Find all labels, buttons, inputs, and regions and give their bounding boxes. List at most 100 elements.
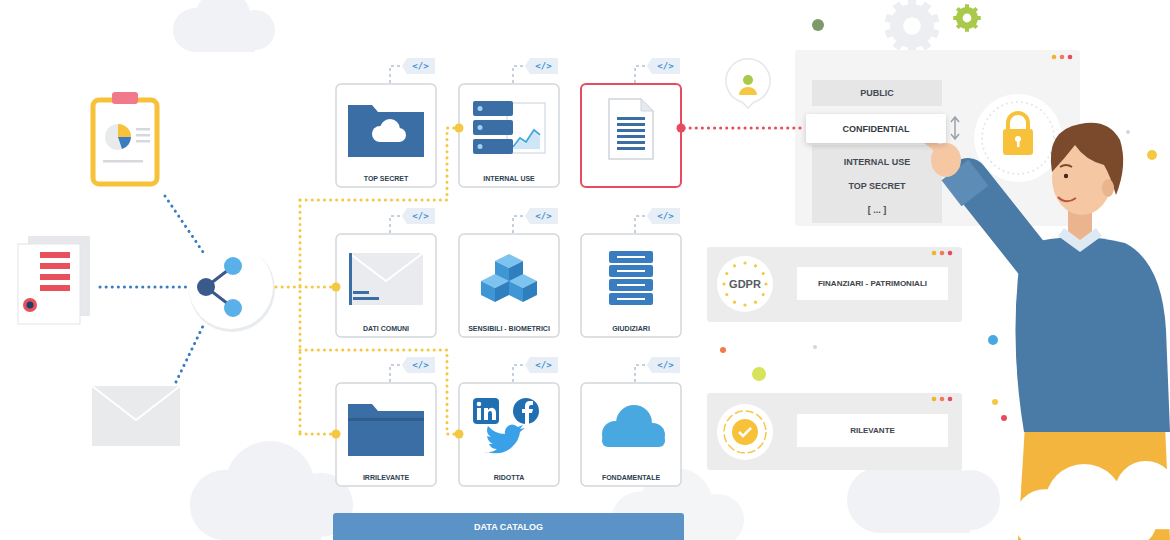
code-tag bbox=[647, 357, 680, 373]
catalog-bar: DATA CATALOG bbox=[333, 513, 684, 540]
cube-left bbox=[481, 281, 495, 302]
code-tag-label: </> bbox=[529, 208, 558, 224]
share-dot bbox=[224, 299, 242, 317]
gdpr-star bbox=[754, 301, 757, 304]
junction-dot bbox=[677, 124, 686, 133]
code-tag-label: </> bbox=[529, 357, 558, 373]
cloud bbox=[190, 441, 353, 540]
cube-right bbox=[495, 281, 509, 302]
server-led bbox=[478, 144, 483, 149]
check-disc bbox=[732, 419, 758, 445]
lock-body bbox=[1003, 129, 1033, 155]
node-label: FINANZIARI - PATRIMONIALI bbox=[818, 279, 927, 288]
category-card: IRRILEVANTE bbox=[336, 383, 436, 486]
window-dot bbox=[948, 251, 953, 256]
gdpr-star bbox=[762, 272, 765, 275]
user-body bbox=[739, 87, 757, 95]
dotted-line bbox=[176, 326, 203, 382]
server-slot bbox=[617, 298, 645, 300]
document-seal bbox=[27, 302, 34, 309]
card-frame bbox=[459, 383, 559, 486]
facebook-mark bbox=[522, 401, 533, 424]
check-mark bbox=[739, 428, 751, 436]
linkedin-mark bbox=[484, 408, 496, 420]
window-dot bbox=[932, 251, 937, 256]
decor-dot bbox=[752, 367, 766, 381]
category-card: INTERNAL USE bbox=[459, 84, 559, 187]
server-unit bbox=[609, 293, 653, 305]
cloud-part bbox=[195, 30, 255, 52]
share-hub bbox=[189, 245, 273, 329]
level-item: TOP SECRET bbox=[812, 175, 942, 197]
code-tag bbox=[525, 208, 558, 224]
server-led bbox=[478, 106, 483, 111]
server-unit bbox=[473, 120, 513, 135]
hub-shadow bbox=[189, 246, 275, 332]
junction-dot bbox=[332, 430, 341, 439]
code-tag-label: </> bbox=[651, 58, 680, 74]
decor-dot bbox=[813, 345, 817, 349]
lock-ring bbox=[982, 102, 1054, 174]
classification-panel bbox=[795, 50, 1080, 226]
check-badge bbox=[717, 404, 773, 460]
dotted-line bbox=[684, 127, 804, 130]
document-icon bbox=[18, 236, 90, 324]
clipboard-board bbox=[93, 100, 157, 184]
gdpr-star bbox=[733, 264, 736, 267]
linkedin-mark bbox=[477, 408, 481, 420]
decor-dot bbox=[720, 347, 726, 353]
gdpr-star bbox=[764, 282, 767, 285]
card-frame bbox=[336, 84, 436, 187]
page-line bbox=[617, 147, 645, 150]
node-label: DATI COMUNI bbox=[363, 325, 409, 332]
twitter-logo bbox=[484, 425, 525, 454]
cloud bbox=[1091, 461, 1170, 529]
selected-level: CONFIDENTIAL bbox=[806, 114, 946, 143]
gdpr-star bbox=[743, 261, 746, 264]
tag-leader bbox=[390, 216, 400, 234]
server-unit bbox=[473, 101, 513, 116]
node-label: RILEVANTE bbox=[850, 426, 895, 435]
pie-slice bbox=[118, 124, 131, 137]
lock-badge bbox=[974, 94, 1062, 182]
clipboard-clip bbox=[112, 92, 138, 104]
card-frame bbox=[581, 234, 681, 337]
code-tag bbox=[525, 58, 558, 74]
node-label: FONDAMENTALE bbox=[602, 474, 660, 481]
category-card: TOP SECRET bbox=[336, 84, 436, 187]
server-unit bbox=[609, 265, 653, 277]
card-frame bbox=[459, 234, 559, 337]
ear bbox=[1102, 179, 1114, 197]
tag-leader bbox=[635, 365, 645, 383]
code-tag bbox=[647, 58, 680, 74]
decor-dot bbox=[1001, 415, 1007, 421]
window-dot bbox=[1060, 55, 1065, 60]
junction-dot bbox=[455, 124, 464, 133]
server-unit bbox=[609, 279, 653, 291]
level-item: PUBLIC bbox=[812, 80, 942, 106]
server-slot bbox=[617, 284, 645, 286]
page-line bbox=[617, 123, 645, 126]
cloud-mark bbox=[380, 134, 399, 142]
pie-slice bbox=[118, 137, 131, 149]
cloud-icon bbox=[602, 434, 665, 447]
gdpr-star bbox=[754, 264, 757, 267]
category-box: RILEVANTE bbox=[797, 414, 948, 447]
gdpr-star bbox=[743, 303, 746, 306]
node-label: IRRILEVANTE bbox=[363, 474, 409, 481]
decor-dot bbox=[992, 399, 998, 405]
gear-hole bbox=[963, 14, 972, 23]
envelope-body bbox=[92, 386, 180, 446]
cloud-part bbox=[880, 500, 970, 533]
gear-body bbox=[890, 4, 934, 48]
envelope-icon bbox=[349, 253, 423, 305]
page-line bbox=[617, 141, 645, 144]
server-unit bbox=[473, 139, 513, 154]
gdpr-star bbox=[762, 293, 765, 296]
node-label: CONFIDENTIAL bbox=[843, 124, 910, 134]
gdpr-star bbox=[725, 272, 728, 275]
gdpr-star bbox=[725, 293, 728, 296]
code-tag-label: </> bbox=[651, 208, 680, 224]
category-box: FINANZIARI - PATRIMONIALI bbox=[797, 267, 948, 300]
